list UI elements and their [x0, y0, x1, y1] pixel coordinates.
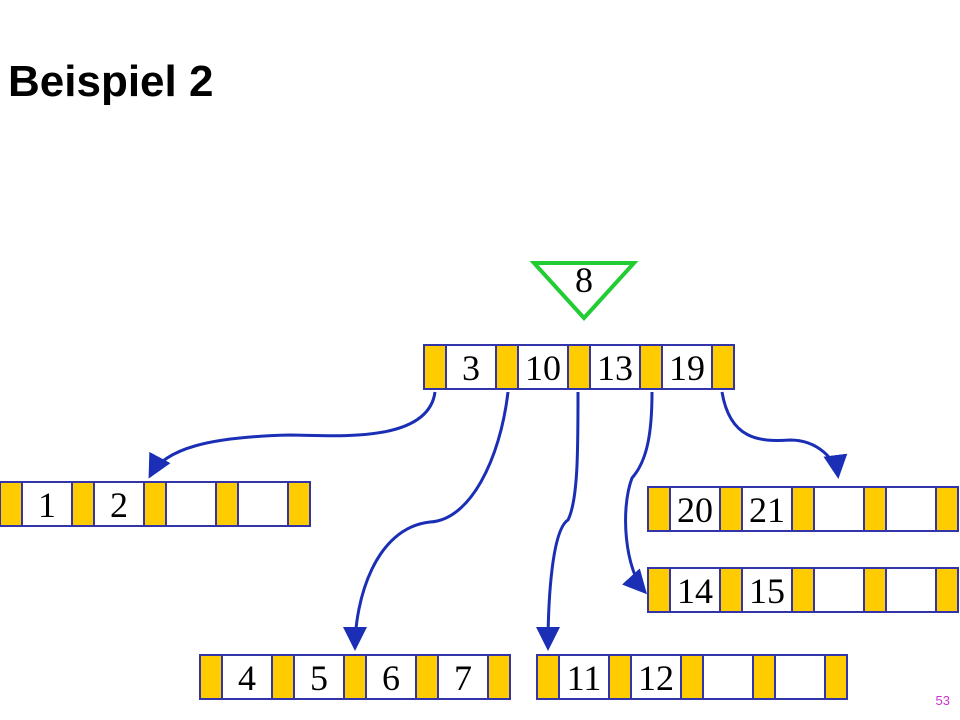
pointer-slot [0, 481, 23, 527]
key-slot [774, 654, 826, 700]
pointer-slot [287, 481, 311, 527]
pointer-slot [863, 567, 887, 613]
key-label: 3 [462, 348, 480, 388]
pointer-slot [415, 654, 439, 700]
pointer-arrow-to-leaf-d [622, 391, 654, 595]
key-slot [365, 654, 417, 700]
pointer-slot [608, 654, 632, 700]
pointer-slot [143, 481, 167, 527]
pointer-slot [536, 654, 560, 700]
key-label: 10 [525, 348, 561, 388]
inserted-key-marker: 8 [529, 260, 639, 321]
pointer-arrow-to-leaf-e [720, 391, 848, 479]
pointer-slot [791, 486, 815, 532]
key-slot [437, 654, 489, 700]
pointer-slot [343, 654, 367, 700]
key-label: 20 [677, 490, 713, 530]
pointer-slot [199, 654, 223, 700]
btree-node-root: 3 10 13 19 [423, 344, 735, 390]
key-slot [221, 654, 273, 700]
pointer-slot [935, 567, 959, 613]
tree-pointers [148, 391, 848, 651]
pointer-slot [824, 654, 848, 700]
key-label: 5 [310, 658, 328, 698]
pointer-slot [719, 567, 743, 613]
inserted-key-label: 8 [575, 260, 593, 300]
pointer-slot [791, 567, 815, 613]
key-slot [517, 344, 569, 390]
key-slot [885, 486, 937, 532]
key-slot [237, 481, 289, 527]
key-label: 1 [38, 485, 56, 525]
key-slot [813, 486, 865, 532]
triangle-icon [529, 261, 639, 321]
key-label: 21 [749, 490, 785, 530]
key-label: 2 [110, 485, 128, 525]
pointer-slot [215, 481, 239, 527]
btree-node-leaf-c: 11 12 [536, 654, 848, 700]
key-label: 4 [238, 658, 256, 698]
pointer-slot [495, 344, 519, 390]
pointer-slot [567, 344, 591, 390]
key-slot [741, 486, 793, 532]
pointer-slot [711, 344, 735, 390]
key-slot [741, 567, 793, 613]
btree-node-leaf-b: 4 5 6 7 [199, 654, 511, 700]
pointer-arrow-to-leaf-b [343, 391, 510, 651]
page-number: 53 [935, 693, 950, 708]
key-slot [885, 567, 937, 613]
key-label: 6 [382, 658, 400, 698]
key-label: 7 [454, 658, 472, 698]
key-label: 13 [597, 348, 633, 388]
pointer-slot [647, 486, 671, 532]
key-slot [589, 344, 641, 390]
pointer-slot [719, 486, 743, 532]
slide-title: Beispiel 2 [8, 57, 214, 106]
key-slot [558, 654, 610, 700]
pointer-slot [71, 481, 95, 527]
key-slot [165, 481, 217, 527]
pointer-slot [423, 344, 447, 390]
key-label: 11 [567, 658, 602, 698]
key-slot [813, 567, 865, 613]
key-label: 19 [669, 348, 705, 388]
pointer-slot [863, 486, 887, 532]
pointer-slot [752, 654, 776, 700]
pointer-arrow-to-leaf-c [536, 391, 580, 651]
key-slot [93, 481, 145, 527]
key-label: 14 [677, 571, 713, 611]
pointer-slot [271, 654, 295, 700]
pointer-arrow-to-leaf-a [148, 391, 437, 479]
key-label: 12 [638, 658, 674, 698]
pointer-slot [680, 654, 704, 700]
pointer-slot [487, 654, 511, 700]
pointer-slot [935, 486, 959, 532]
btree-node-leaf-d: 14 15 [647, 567, 959, 613]
pointer-slot [647, 567, 671, 613]
key-slot [21, 481, 73, 527]
key-slot [661, 344, 713, 390]
key-slot [293, 654, 345, 700]
key-slot [669, 486, 721, 532]
pointer-slot [639, 344, 663, 390]
key-slot [702, 654, 754, 700]
key-label: 15 [749, 571, 785, 611]
